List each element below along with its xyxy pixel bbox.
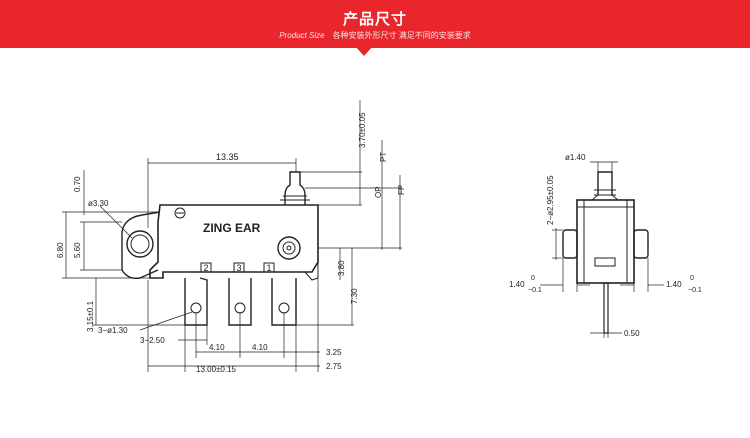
mounting-hole-large — [126, 230, 154, 258]
side-dimensions: ø1.40 2−ø2.95±0.05 1.40 0 −0.1 1.40 0 −0… — [509, 153, 702, 338]
side-boss-left — [562, 229, 578, 259]
side-boss-right — [633, 229, 649, 259]
dim-560: 5.60 — [73, 242, 82, 258]
header-banner: 产品尺寸 Product Size 各种安装外形尺寸 满足不同的安装要求 — [0, 0, 750, 48]
terminal-label-1: 1 — [267, 263, 272, 273]
dim-total-length: 13.00±0.15 — [196, 365, 237, 374]
dim-top-width: 13.35 — [216, 152, 239, 162]
dim-d140: ø1.40 — [565, 153, 586, 162]
side-view — [562, 171, 649, 334]
dim-410-a: 4.10 — [209, 343, 225, 352]
page-title: 产品尺寸 — [342, 10, 407, 28]
mounting-hole-inner — [130, 234, 150, 254]
terminal-label-3: 3 — [237, 263, 242, 273]
dim-op: OP — [374, 186, 383, 198]
dim-pins: 3−2.50 — [140, 336, 165, 345]
dim-730: 7.30 — [350, 288, 359, 304]
subtitle-en: Product Size — [279, 31, 325, 40]
dim-side-holes: 2−ø2.95±0.05 — [546, 175, 555, 225]
front-dimensions: 13.35 3.70±0.05 PT OP FP 3.80 7.30 0.70 … — [56, 100, 406, 374]
front-view: ZING EAR 2 3 1 — [121, 171, 319, 326]
dim-070: 0.70 — [73, 176, 82, 192]
dim-325: 3.25 — [326, 348, 342, 357]
dim-pt: PT — [379, 152, 388, 162]
side-pin — [603, 282, 609, 334]
side-body — [576, 199, 635, 284]
subtitle-cn: 各种安装外形尺寸 满足不同的安装要求 — [332, 31, 471, 40]
dim-315: 3.15±0.1 — [86, 300, 95, 332]
dim-275: 2.75 — [326, 362, 342, 371]
screw-icon — [174, 207, 186, 219]
banner-notch — [355, 46, 373, 56]
dim-left-tol-top: 0 — [531, 275, 535, 282]
dim-left-tol-bot: −0.1 — [528, 287, 542, 294]
dim-right-tol-bot: −0.1 — [688, 287, 702, 294]
plunger — [284, 171, 306, 205]
dim-380: 3.80 — [337, 260, 346, 276]
mounting-hole-right — [277, 236, 301, 260]
dim-holes: 3−ø1.30 — [98, 326, 128, 335]
page-subtitle: Product Size 各种安装外形尺寸 满足不同的安装要求 — [0, 30, 750, 41]
terminal-label-2: 2 — [204, 263, 209, 273]
dim-left-nom: 1.40 — [509, 280, 525, 289]
dim-d330: ø3.30 — [88, 199, 109, 208]
dim-pin-width: 0.50 — [624, 329, 640, 338]
dim-right-nom: 1.40 — [666, 280, 682, 289]
dim-right-tol-top: 0 — [690, 275, 694, 282]
switch-body — [149, 204, 319, 279]
dim-680: 6.80 — [56, 242, 65, 258]
dim-plunger-height: 3.70±0.05 — [358, 112, 367, 148]
dim-fp: FP — [397, 185, 406, 195]
side-plunger — [597, 171, 613, 195]
brand-label: ZING EAR — [203, 221, 261, 235]
dim-410-b: 4.10 — [252, 343, 268, 352]
